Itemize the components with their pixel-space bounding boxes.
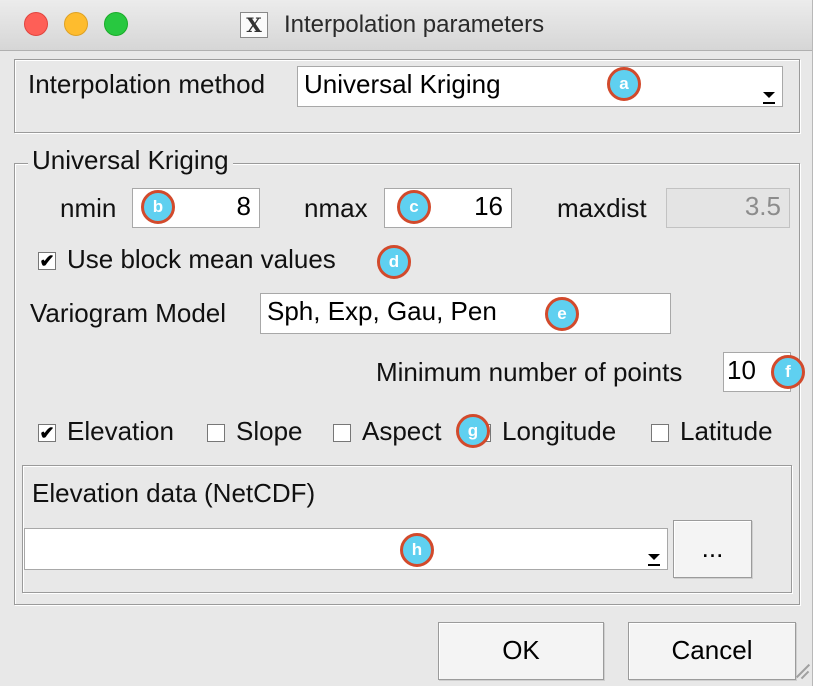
slope-checkbox[interactable]: [207, 424, 225, 442]
chevron-down-icon[interactable]: [645, 546, 663, 568]
method-label: Interpolation method: [28, 69, 266, 99]
window-title: Interpolation parameters: [284, 11, 545, 38]
aspect-checkbox[interactable]: [333, 424, 351, 442]
maxdist-input: 3.5: [666, 188, 790, 228]
annotation-badge-h: h: [400, 533, 434, 567]
slope-label[interactable]: Slope: [236, 416, 303, 446]
zoom-button[interactable]: [104, 12, 128, 36]
elevation-checkbox[interactable]: ✔: [38, 423, 56, 443]
method-dropdown[interactable]: Universal Kriging: [297, 66, 783, 107]
block-mean-checkbox[interactable]: ✔: [38, 251, 56, 271]
latitude-checkbox[interactable]: [651, 424, 669, 442]
elevation-data-frame: [22, 465, 792, 593]
annotation-badge-d: d: [377, 245, 411, 279]
annotation-badge-b: b: [141, 190, 175, 224]
elevation-label[interactable]: Elevation: [67, 416, 174, 446]
elevation-data-title: Elevation data (NetCDF): [32, 478, 316, 508]
variogram-label: Variogram Model: [30, 298, 227, 328]
block-mean-label[interactable]: Use block mean values: [67, 244, 336, 274]
annotation-badge-f: f: [771, 355, 805, 389]
cancel-button[interactable]: Cancel: [628, 622, 796, 680]
ok-button[interactable]: OK: [438, 622, 604, 680]
x11-app-icon: X: [240, 12, 268, 38]
min-points-value: 10: [727, 355, 756, 385]
browse-button[interactable]: ...: [673, 520, 752, 578]
resize-grip-icon[interactable]: [790, 660, 812, 682]
kriging-group-title: Universal Kriging: [28, 145, 233, 175]
minimize-button[interactable]: [64, 12, 88, 36]
annotation-badge-a: a: [607, 67, 641, 101]
maxdist-label: maxdist: [557, 193, 647, 223]
nmax-label: nmax: [304, 193, 368, 223]
close-button[interactable]: [24, 12, 48, 36]
annotation-badge-e: e: [545, 297, 579, 331]
annotation-badge-c: c: [397, 190, 431, 224]
method-frame: [14, 59, 800, 133]
elevation-data-dropdown[interactable]: [24, 528, 668, 570]
annotation-badge-g: g: [456, 414, 490, 448]
variogram-input[interactable]: Sph, Exp, Gau, Pen: [260, 293, 671, 334]
title-bar[interactable]: X Interpolation parameters: [0, 0, 812, 51]
nmin-label: nmin: [60, 193, 117, 223]
min-points-label: Minimum number of points: [376, 357, 683, 387]
chevron-down-icon[interactable]: [760, 84, 778, 106]
variogram-value: Sph, Exp, Gau, Pen: [267, 296, 497, 326]
latitude-label[interactable]: Latitude: [680, 416, 773, 446]
maxdist-value: 3.5: [744, 191, 781, 221]
nmin-value: 8: [236, 191, 251, 221]
aspect-label[interactable]: Aspect: [362, 416, 442, 446]
longitude-label[interactable]: Longitude: [502, 416, 617, 446]
nmax-value: 16: [474, 191, 503, 221]
method-value: Universal Kriging: [304, 69, 501, 99]
